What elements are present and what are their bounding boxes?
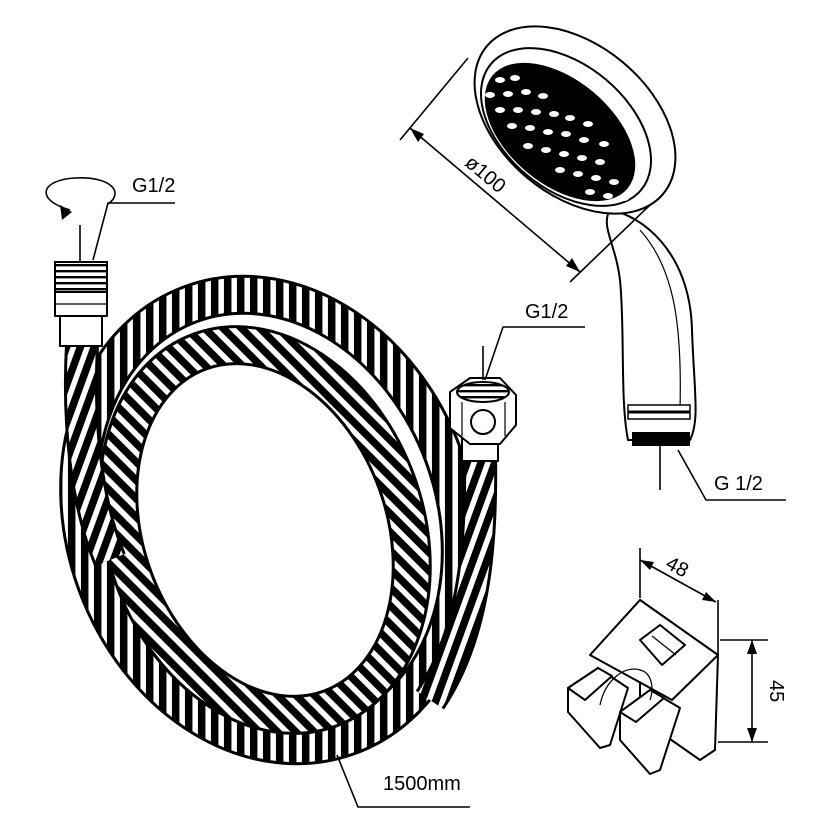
bracket-width-label: 48: [662, 552, 692, 582]
bracket-width-dimension: [639, 548, 719, 655]
spray-face: [484, 62, 636, 202]
hose-length-label: 1500mm: [383, 773, 461, 795]
bracket-height-label: 45: [765, 680, 787, 702]
hose-inlet-nut: [54, 261, 108, 347]
hand-shower-handle: [605, 209, 697, 441]
hand-shower: [473, 25, 697, 490]
rotation-arrow-icon: [45, 177, 116, 262]
inlet-thread-label: G1/2: [132, 175, 175, 197]
handshower-thread-label: G 1/2: [714, 473, 763, 495]
shower-hose: [54, 261, 517, 766]
hose-outlet-nut: [449, 377, 517, 462]
wall-bracket: [567, 599, 719, 775]
outlet-thread-label: G1/2: [525, 301, 568, 323]
leader-lines: [92, 202, 786, 808]
bracket-height-dimension: [718, 639, 768, 743]
diameter-dimension: [399, 57, 651, 283]
